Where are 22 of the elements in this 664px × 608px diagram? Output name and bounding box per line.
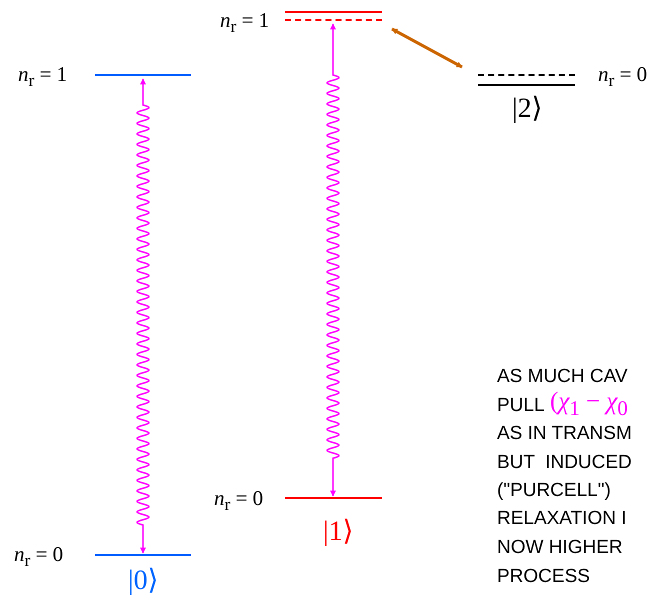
state-label: |0⟩ xyxy=(128,567,159,595)
wavy-arrow xyxy=(326,23,340,497)
note-text: BUT INDUCED xyxy=(497,453,632,472)
state-label: |2⟩ xyxy=(512,95,543,123)
note-text: PROCESS xyxy=(497,567,590,586)
photon-number-label: n$_{r}$ = 1 xyxy=(220,10,270,36)
note-text: ("PURCELL") xyxy=(497,481,611,500)
photon-number-label: n$_{r}$ = 0 xyxy=(14,544,64,570)
photon-number-label: n$_{r}$ = 0 xyxy=(214,488,264,514)
note-text: AS IN TRANSM xyxy=(497,424,632,443)
arrow xyxy=(391,28,463,68)
energy-level xyxy=(478,74,575,86)
photon-number-label: n$_{r}$ = 0 xyxy=(598,64,648,90)
energy-level xyxy=(285,11,382,21)
note-text: NOW HIGHER xyxy=(497,538,623,557)
photon-number-label: n$_{r}$ = 1 xyxy=(18,64,68,90)
note-text: PULL xyxy=(497,396,545,415)
note-text: AS MUCH CAV xyxy=(497,367,628,386)
note-text: RELAXATION I xyxy=(497,509,627,528)
formula: (χ$_{1}$ − χ$_{0}$ xyxy=(550,389,628,419)
state-label: |1⟩ xyxy=(323,518,354,546)
wavy-arrow xyxy=(136,78,150,554)
